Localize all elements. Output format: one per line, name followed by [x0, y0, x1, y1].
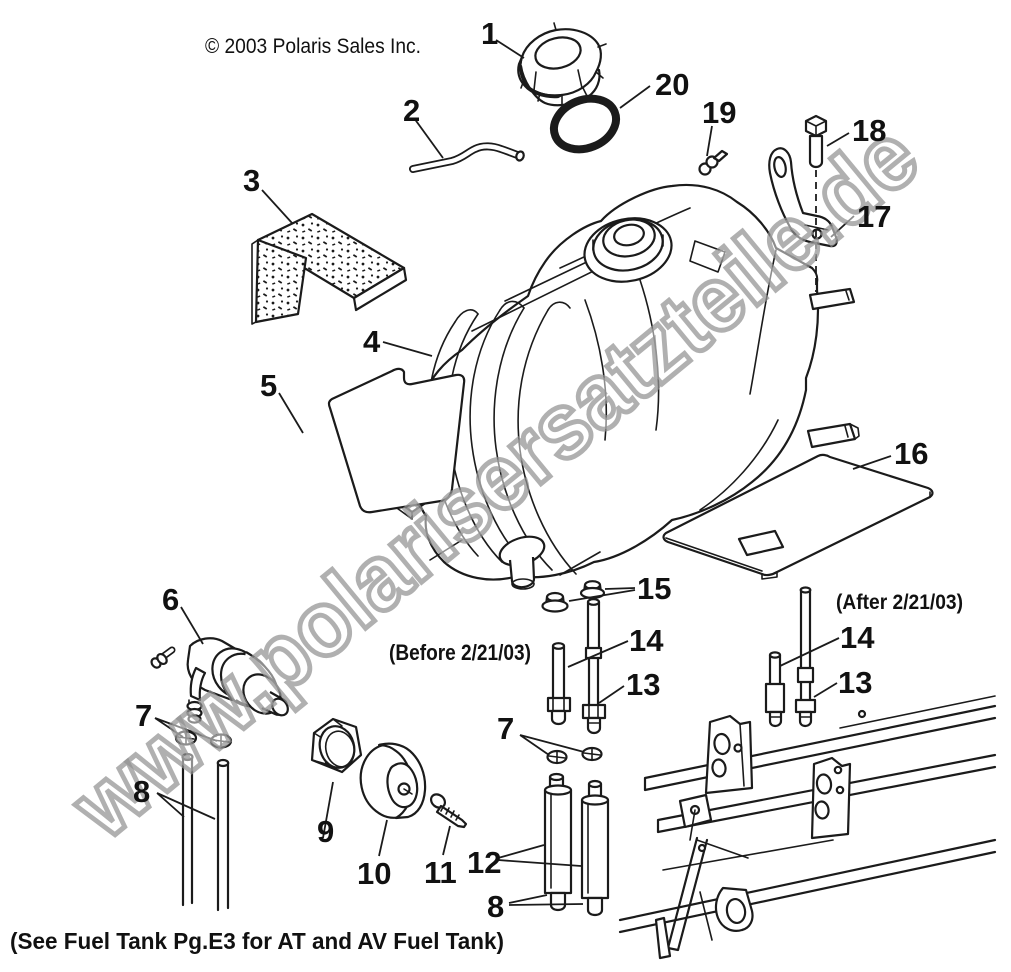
callout-2-vent-hose: 2 [403, 93, 420, 128]
callout-6-fuel-valve: 6 [162, 582, 179, 617]
fuel-filters-drawing [543, 772, 610, 917]
fuel-cap-drawing [517, 22, 607, 107]
side-pad-drawing [327, 367, 466, 514]
callout-16-tank-mat: 16 [894, 436, 928, 471]
o-ring-drawing [549, 94, 621, 154]
foam-pad-drawing [251, 212, 408, 325]
vent-fittings-before-drawing [546, 598, 607, 735]
clip-drawing [698, 149, 729, 176]
callout-15-grommets: 15 [637, 571, 671, 606]
callout-17-bracket: 17 [857, 199, 891, 234]
callout-14-before: 14 [629, 623, 664, 658]
footer-note: (See Fuel Tank Pg.E3 for AT and AV Fuel … [10, 928, 504, 954]
before-date-label: (Before 2/21/03) [389, 640, 531, 665]
callout-13-before: 13 [626, 667, 660, 702]
callout-4-fuel-tank: 4 [363, 324, 381, 359]
hose-clamp-mid-drawing [546, 746, 603, 765]
callout-3-foam-pad: 3 [243, 163, 260, 198]
tank-mat-drawing [662, 453, 934, 580]
callout-12-filters: 12 [467, 845, 501, 880]
grommets-drawing [541, 580, 606, 613]
mount-bracket-drawing [768, 147, 838, 248]
callout-13-after: 13 [838, 665, 872, 700]
after-date-label: (After 2/21/03) [836, 591, 963, 614]
fuel-valve-drawing [150, 637, 289, 724]
callout-14-after: 14 [840, 620, 875, 655]
callout-10-valve-knob: 10 [357, 856, 391, 891]
callout-8-bottom-hoses: 8 [487, 889, 504, 924]
leader-lines [154, 39, 892, 906]
vehicle-frame-drawing [618, 695, 997, 960]
vent-fittings-after-drawing [764, 586, 817, 728]
fuel-hoses-left-drawing [181, 752, 230, 912]
callout-20-o-ring: 20 [655, 67, 689, 102]
callout-7-clamps-mid: 7 [497, 711, 514, 746]
callout-11-screw: 11 [424, 855, 457, 890]
retaining-nut-drawing [310, 717, 363, 774]
copyright-notice: © 2003 Polaris Sales Inc. [205, 35, 421, 58]
callout-19-clip: 19 [702, 95, 736, 130]
callout-18-bolt: 18 [852, 113, 886, 148]
screw-drawing [429, 793, 468, 829]
bolt-drawing [804, 114, 828, 169]
callout-1-fuel-cap: 1 [481, 16, 498, 51]
valve-knob-drawing [359, 742, 427, 820]
callout-7-clamps-left: 7 [135, 698, 152, 733]
callout-8-hoses-left: 8 [133, 774, 150, 809]
callout-5-side-pad: 5 [260, 368, 277, 403]
vent-hose-drawing [409, 142, 525, 173]
callout-9-nut: 9 [317, 814, 334, 849]
